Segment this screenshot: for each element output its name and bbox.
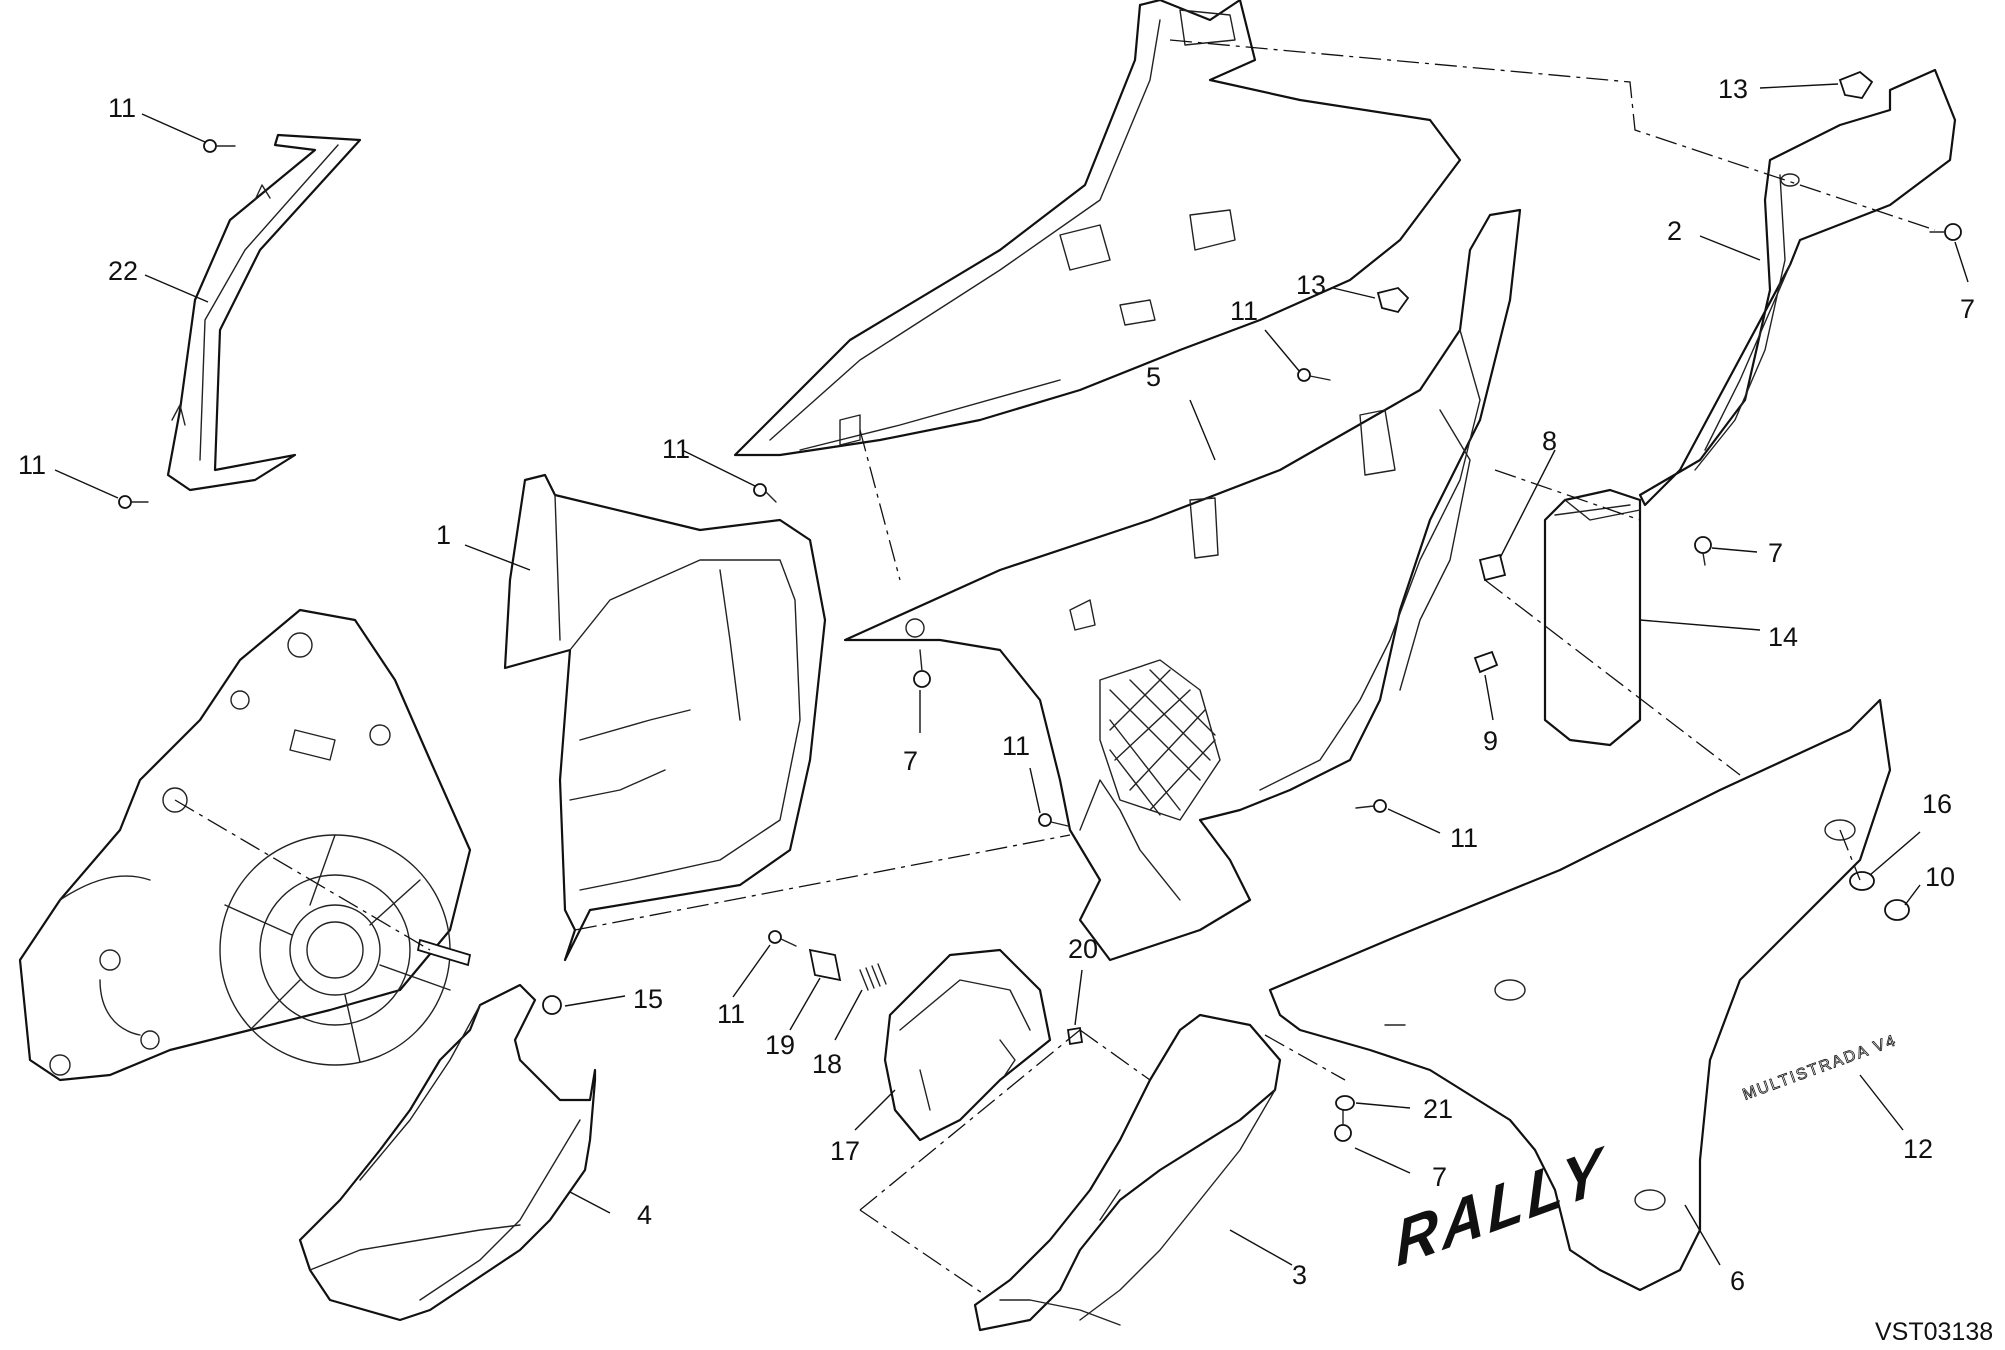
part-6-lower-side-panel: MULTISTRADA V4 RALLY <box>1268 698 1900 1292</box>
callout-22: 22 <box>108 256 138 286</box>
screw-7-b <box>1694 536 1712 566</box>
callout-11: 11 <box>662 434 690 464</box>
callout-10: 10 <box>1925 862 1955 892</box>
callout-1: 1 <box>436 520 451 550</box>
drawing-code: VST03138 <box>1875 1318 1993 1346</box>
part-2-upper-side-panel <box>1638 68 1957 507</box>
callout-6: 6 <box>1730 1266 1745 1296</box>
callout-7: 7 <box>1432 1162 1447 1192</box>
callout-leaders <box>54 83 1969 1266</box>
screw-11-c <box>753 483 777 503</box>
callout-11: 11 <box>1002 731 1030 761</box>
part-4-lower-fairing <box>298 983 597 1322</box>
screw-11-b <box>118 495 149 509</box>
callout-4: 4 <box>637 1200 652 1230</box>
callout-16: 16 <box>1922 789 1952 819</box>
callout-8: 8 <box>1542 426 1557 456</box>
part-5-inner-panel <box>843 208 1522 962</box>
callout-11: 11 <box>1230 296 1258 326</box>
part-22-bracket <box>166 133 362 492</box>
callout-7: 7 <box>903 746 918 776</box>
screw-7-a <box>1929 223 1962 241</box>
callout-11: 11 <box>18 450 46 480</box>
engine-cover <box>18 608 472 1082</box>
callout-19: 19 <box>765 1030 795 1060</box>
assembly-centerlines <box>174 39 1936 1296</box>
callout-labels: 11 22 11 11 1 5 11 13 13 2 7 7 7 8 9 14 … <box>18 74 1975 1296</box>
callout-18: 18 <box>812 1049 842 1079</box>
callout-17: 17 <box>830 1136 860 1166</box>
callout-11: 11 <box>717 999 745 1029</box>
callout-12: 12 <box>1903 1134 1933 1164</box>
callout-13: 13 <box>1296 270 1326 300</box>
callout-5: 5 <box>1146 362 1161 392</box>
screw-11-g <box>768 930 797 947</box>
part-17-bracket <box>883 948 1052 1142</box>
part-3-lower-fairing <box>973 1013 1282 1332</box>
callout-13: 13 <box>1718 74 1748 104</box>
callout-7: 7 <box>1768 538 1783 568</box>
part-14-side-strip <box>1543 488 1642 747</box>
screw-7-d <box>1334 1109 1352 1142</box>
callout-3: 3 <box>1292 1260 1307 1290</box>
top-side-panel <box>733 0 1462 457</box>
hardware-fasteners <box>118 70 1962 1142</box>
screw-11-d <box>1297 368 1331 382</box>
callout-20: 20 <box>1068 934 1098 964</box>
callout-7: 7 <box>1960 294 1975 324</box>
decal-model-text: MULTISTRADA V4 <box>1741 1032 1900 1104</box>
screw-7-c <box>913 649 931 688</box>
callout-21: 21 <box>1423 1094 1453 1124</box>
callout-2: 2 <box>1667 216 1682 246</box>
callout-11: 11 <box>108 93 136 123</box>
screw-11-f <box>1355 799 1387 813</box>
screw-11-a <box>203 139 236 153</box>
decal-rally-text: RALLY <box>1395 1132 1608 1281</box>
callout-14: 14 <box>1768 622 1798 652</box>
callout-11: 11 <box>1450 823 1478 853</box>
screw-11-e <box>1038 813 1069 827</box>
callout-9: 9 <box>1483 726 1498 756</box>
callout-15: 15 <box>633 984 663 1014</box>
part-1-inner-cover <box>503 473 827 962</box>
